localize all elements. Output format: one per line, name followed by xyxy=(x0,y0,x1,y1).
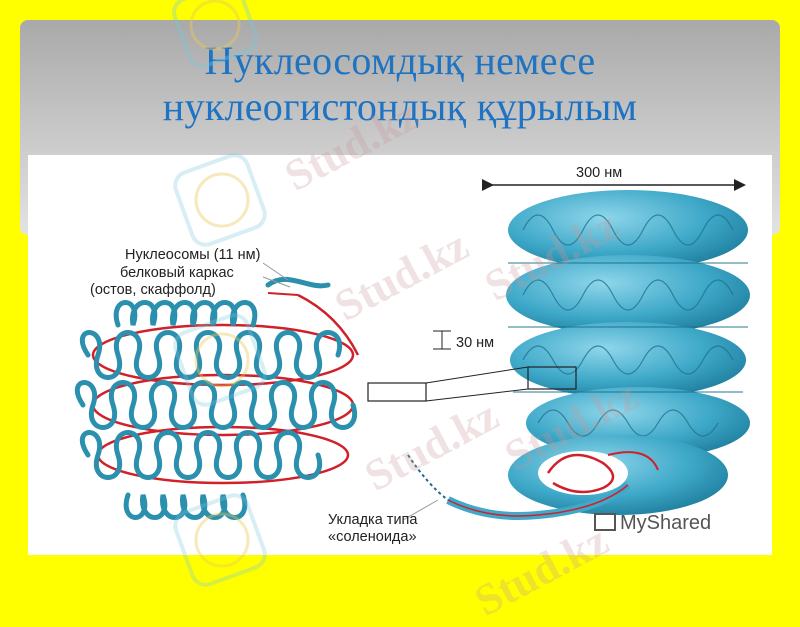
label-scaffold-1: белковый каркас xyxy=(120,265,234,281)
label-solenoid-1: Укладка типа xyxy=(328,512,418,528)
label-300nm: 300 нм xyxy=(576,165,623,181)
chromatin-diagram xyxy=(74,179,750,521)
title-line-1: Нуклеосомдық немесе xyxy=(204,38,596,83)
detail-box-right xyxy=(527,366,577,390)
label-solenoid-2: «соленоида» xyxy=(328,529,417,545)
presentation-icon xyxy=(594,513,616,531)
myshared-label: MyShared xyxy=(620,512,712,534)
diagram-panel: Нуклеосомы (11 нм) белковый каркас (осто… xyxy=(28,155,772,555)
title-line-2: нуклеогистондық құрылым xyxy=(162,84,638,129)
myshared-badge: MyShared xyxy=(594,512,711,535)
label-nucleosomes: Нуклеосомы (11 нм) xyxy=(125,247,261,263)
slide-title: Нуклеосомдық немесе нуклеогистондық құры… xyxy=(20,38,780,130)
chromatin-loops xyxy=(74,262,439,521)
label-scaffold-2: (остов, скаффолд) xyxy=(90,282,216,298)
fiber-coils xyxy=(407,190,750,520)
detail-box-left xyxy=(367,382,427,402)
label-30nm: 30 нм xyxy=(456,335,495,351)
